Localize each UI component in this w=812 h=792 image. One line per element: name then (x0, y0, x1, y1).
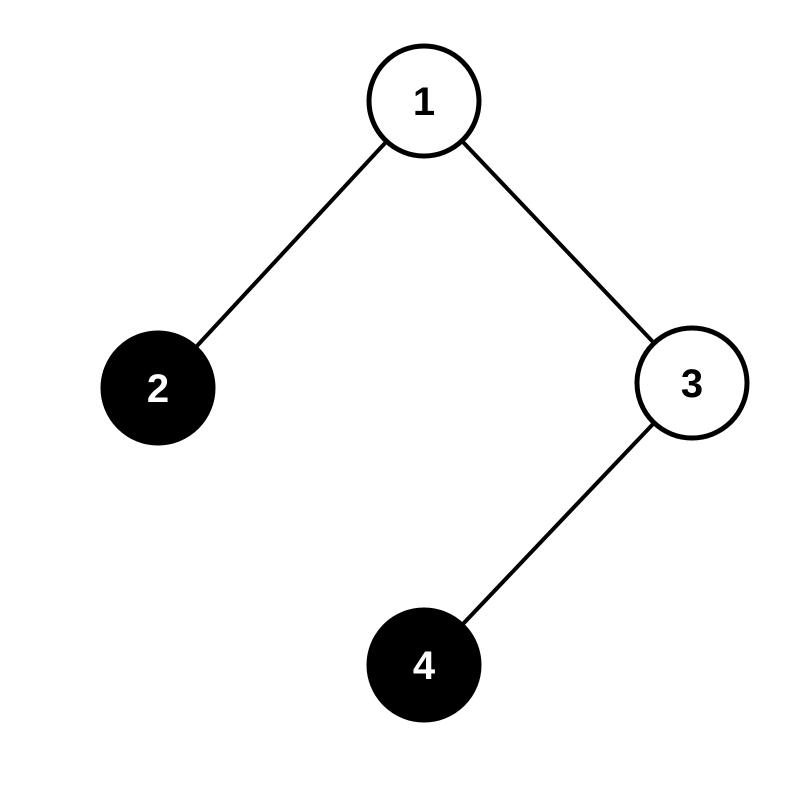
tree-edge-3-4 (422, 381, 694, 667)
tree-node-label-2: 2 (147, 367, 169, 411)
tree-node-label-4: 4 (413, 644, 436, 688)
tree-edge-1-2 (156, 99, 426, 390)
tree-node-4: 4 (366, 607, 482, 723)
tree-edge-1-3 (422, 99, 694, 385)
edges-layer (156, 99, 694, 667)
tree-node-1: 1 (366, 43, 482, 159)
tree-node-label-1: 1 (413, 80, 435, 124)
tree-node-circle-3 (634, 325, 750, 441)
tree-node-label-3: 3 (681, 362, 703, 406)
tree-node-circle-2 (100, 330, 216, 446)
tree-node-2: 2 (100, 330, 216, 446)
tree-node-3: 3 (634, 325, 750, 441)
nodes-layer: 1 2 3 4 (100, 43, 750, 723)
tree-node-circle-1 (366, 43, 482, 159)
tree-node-circle-4 (366, 607, 482, 723)
